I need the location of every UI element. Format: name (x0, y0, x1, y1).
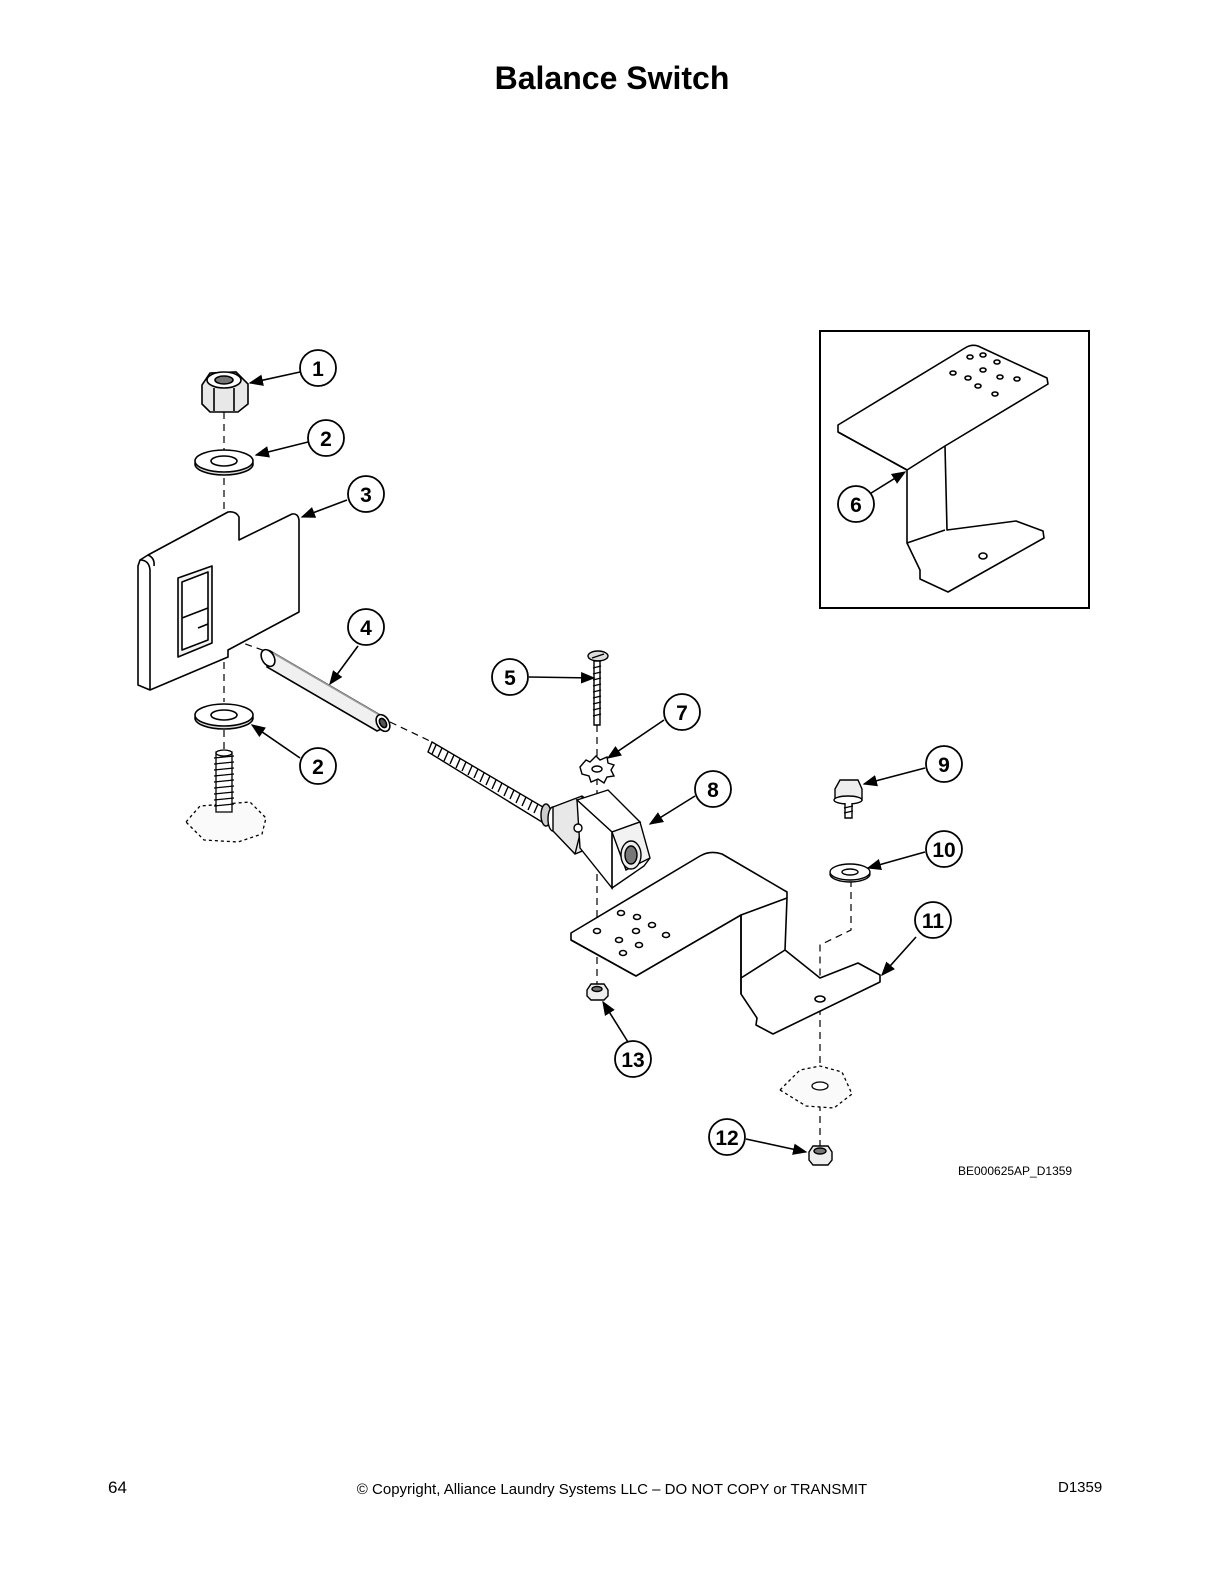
leader-12 (745, 1138, 808, 1155)
spacer-tube-part-4 (260, 648, 391, 733)
nut-part-12 (808, 1145, 833, 1166)
callout-5: 5 (491, 658, 529, 696)
page-number: 64 (108, 1478, 127, 1497)
copyright-notice: © Copyright, Alliance Laundry Systems LL… (356, 1481, 868, 1498)
leader-2-top (254, 441, 309, 458)
leader-2-bottom (250, 724, 301, 759)
leader-9 (862, 767, 926, 787)
callout-8: 8 (694, 770, 732, 808)
callouts: 1 2 3 4 2 5 6 7 8 9 10 11 12 13 (299, 349, 963, 1156)
leader-5 (528, 672, 596, 684)
svg-text:8: 8 (707, 779, 719, 802)
callout-6: 6 (837, 485, 875, 523)
svg-text:7: 7 (676, 702, 688, 725)
screw-part-5 (587, 650, 609, 726)
svg-text:11: 11 (922, 910, 945, 933)
hex-bolt-part-9 (833, 779, 863, 819)
inset-box (819, 330, 1090, 609)
reference-stud-left (185, 749, 267, 843)
callout-13: 13 (614, 1040, 652, 1078)
reference-stud-right (778, 1065, 853, 1109)
callout-10: 10 (925, 830, 963, 868)
drawing-id: BE000625AP_D1359 (958, 1164, 1073, 1178)
callout-3: 3 (347, 475, 385, 513)
callout-12: 12 (708, 1118, 746, 1156)
svg-text:3: 3 (360, 484, 372, 507)
callout-2-bottom: 2 (299, 747, 337, 785)
callout-4: 4 (347, 608, 385, 646)
leader-1 (248, 371, 301, 386)
alternate-bracket-part-6 (837, 344, 1049, 593)
leader-11 (881, 936, 917, 977)
svg-text:10: 10 (932, 839, 955, 862)
callout-leaders (248, 371, 926, 1155)
svg-text:13: 13 (621, 1049, 644, 1072)
svg-text:1: 1 (312, 358, 324, 381)
leader-7 (606, 719, 665, 759)
balance-switch-part-8 (427, 740, 651, 890)
svg-text:5: 5 (504, 667, 516, 690)
lock-nut-part-1 (201, 371, 249, 413)
star-washer-part-7 (579, 755, 616, 785)
callout-11: 11 (914, 901, 952, 939)
svg-text:2: 2 (312, 756, 324, 779)
svg-text:12: 12 (715, 1127, 738, 1150)
washer-part-10 (829, 863, 871, 883)
leader-13 (602, 1000, 629, 1043)
callout-2-top: 2 (307, 419, 345, 457)
washer-part-2-top (194, 449, 254, 476)
document-code: D1359 (1058, 1479, 1103, 1496)
leader-4 (329, 645, 359, 686)
svg-text:9: 9 (938, 754, 950, 777)
callout-7: 7 (663, 693, 701, 731)
leader-3 (300, 499, 348, 518)
svg-text:2: 2 (320, 428, 332, 451)
washer-part-2-bottom (194, 703, 254, 730)
nut-part-13 (586, 983, 609, 1001)
leader-6 (867, 471, 907, 496)
callout-1: 1 (299, 349, 337, 387)
leader-8 (648, 795, 696, 825)
bracket-part-11 (570, 851, 881, 1035)
mounting-plate-part-3 (137, 511, 300, 691)
svg-text:6: 6 (850, 494, 862, 517)
svg-text:4: 4 (360, 617, 372, 640)
page-title: Balance Switch (494, 60, 730, 96)
leader-10 (866, 851, 926, 871)
callout-9: 9 (925, 745, 963, 783)
